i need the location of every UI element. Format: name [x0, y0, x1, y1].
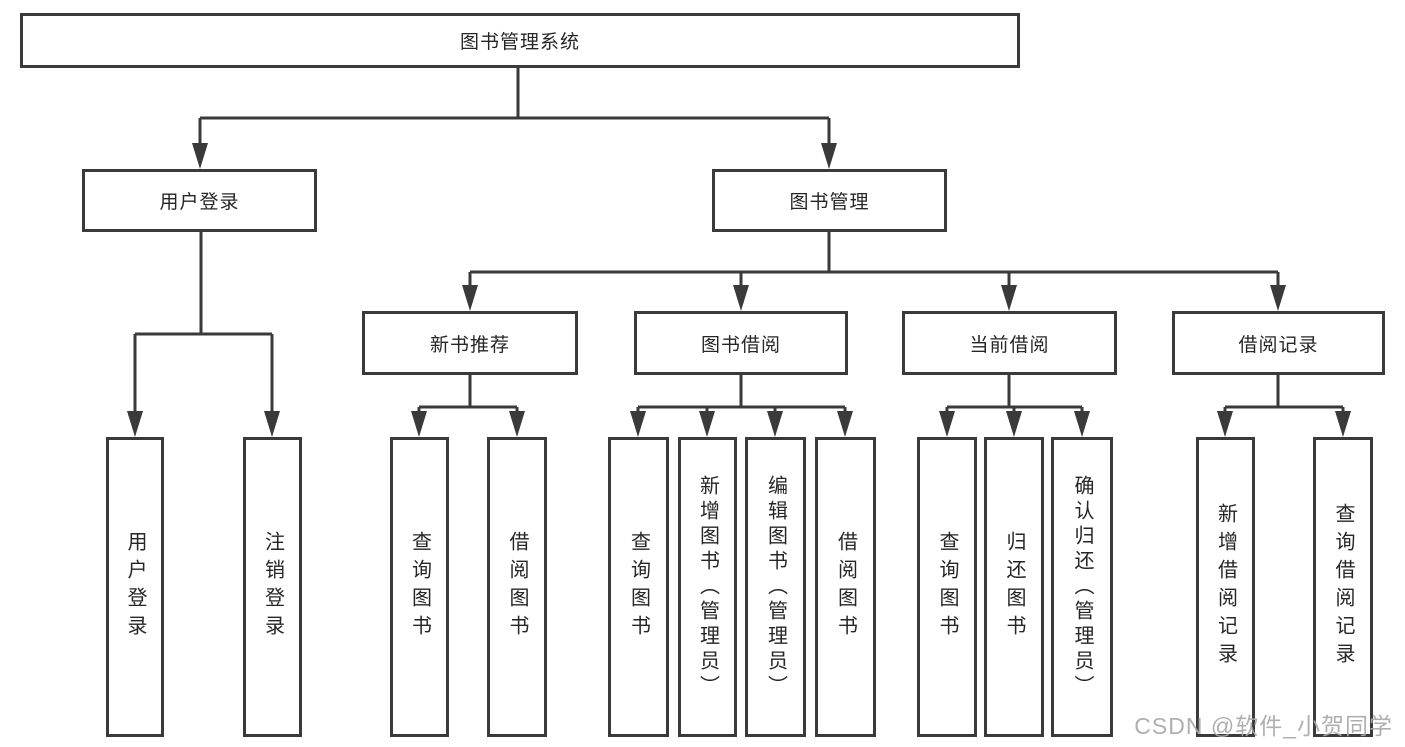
node-book-borrow: 图书借阅	[634, 311, 848, 375]
arrowhead-current-return	[1006, 411, 1022, 437]
leaf-current-query-books-label: 查询图书	[936, 531, 958, 643]
arrowhead-book-management	[821, 143, 837, 169]
leaf-recommend-query-books-label: 查询图书	[408, 531, 431, 643]
leaf-borrow-query-books-label: 查询图书	[627, 531, 650, 643]
leaf-borrow-query-books: 查询图书	[608, 437, 669, 737]
leaf-borrow-edit-books-admin: 编辑图书（管理员）	[745, 437, 806, 737]
node-new-book-recommend-label: 新书推荐	[429, 334, 510, 356]
arrowhead-borrow-records	[1270, 285, 1286, 311]
leaf-records-query-borrow-record: 查询借阅记录	[1313, 437, 1373, 737]
arrowhead-borrow-borrow	[837, 411, 853, 437]
watermark-text: CSDN @软件_小贺同学	[1134, 713, 1393, 739]
leaf-current-return-books: 归还图书	[984, 437, 1044, 737]
leaf-recommend-query-books: 查询图书	[390, 437, 449, 737]
arrowhead-borrow-query	[630, 411, 646, 437]
leaf-logout-login: 注销登录	[243, 437, 302, 737]
node-book-management: 图书管理	[712, 169, 947, 232]
arrowhead-current-confirm	[1074, 411, 1090, 437]
node-current-borrow: 当前借阅	[902, 311, 1117, 375]
leaf-borrow-add-books-admin: 新增图书（管理员）	[678, 437, 737, 737]
node-user-login: 用户登录	[82, 169, 317, 232]
node-new-book-recommend: 新书推荐	[362, 311, 578, 375]
arrowhead-user-login	[192, 143, 208, 169]
leaf-current-confirm-return-admin: 确认归还（管理员）	[1051, 437, 1113, 737]
node-user-login-label: 用户登录	[159, 192, 240, 213]
arrowhead-book-borrow	[733, 285, 749, 311]
connector-new-book-recommend-split	[417, 375, 519, 415]
node-current-borrow-label: 当前借阅	[969, 334, 1050, 356]
arrowhead-records-query	[1335, 411, 1351, 437]
leaf-user-login-label: 用户登录	[124, 531, 146, 643]
leaf-current-query-books: 查询图书	[917, 437, 977, 737]
connector-user-login-split	[133, 232, 274, 415]
leaf-logout-login-label: 注销登录	[261, 531, 284, 643]
leaf-borrow-borrow-books: 借阅图书	[815, 437, 876, 737]
leaf-records-add-borrow-record: 新增借阅记录	[1196, 437, 1255, 737]
connector-borrow-records-split	[1223, 375, 1345, 415]
leaf-current-confirm-return-admin-label: 确认归还（管理员）	[1071, 474, 1093, 700]
arrowhead-borrow-edit	[767, 411, 783, 437]
arrowhead-new-book-recommend	[462, 285, 478, 311]
arrowhead-records-add	[1217, 411, 1233, 437]
connector-root-split	[198, 68, 831, 149]
arrowhead-leaf-logout	[264, 411, 280, 437]
arrowhead-recommend-query	[411, 411, 427, 437]
leaf-records-query-borrow-record-label: 查询借阅记录	[1332, 503, 1354, 671]
leaf-user-login: 用户登录	[106, 437, 164, 737]
arrowhead-borrow-add	[699, 411, 715, 437]
arrowhead-current-borrow	[1001, 285, 1017, 311]
node-root-label: 图书管理系统	[459, 32, 580, 53]
leaf-borrow-borrow-books-label: 借阅图书	[834, 531, 857, 643]
node-root: 图书管理系统	[20, 13, 1020, 68]
connector-book-borrow-split	[636, 375, 847, 415]
node-borrow-records: 借阅记录	[1172, 311, 1385, 375]
connector-current-borrow-split	[945, 375, 1084, 415]
leaf-records-add-borrow-record-label: 新增借阅记录	[1214, 503, 1237, 671]
leaf-borrow-add-books-admin-label: 新增图书（管理员）	[696, 474, 719, 700]
node-borrow-records-label: 借阅记录	[1238, 334, 1319, 356]
arrowhead-leaf-user-login	[127, 411, 143, 437]
leaf-current-return-books-label: 归还图书	[1003, 531, 1025, 643]
leaf-borrow-edit-books-admin-label: 编辑图书（管理员）	[764, 474, 787, 700]
leaf-recommend-borrow-books-label: 借阅图书	[506, 531, 528, 643]
connector-book-management-split	[468, 232, 1280, 289]
leaf-recommend-borrow-books: 借阅图书	[487, 437, 547, 737]
arrowhead-current-query	[939, 411, 955, 437]
node-book-management-label: 图书管理	[789, 192, 870, 213]
node-book-borrow-label: 图书借阅	[700, 334, 781, 356]
arrowhead-recommend-borrow	[509, 411, 525, 437]
